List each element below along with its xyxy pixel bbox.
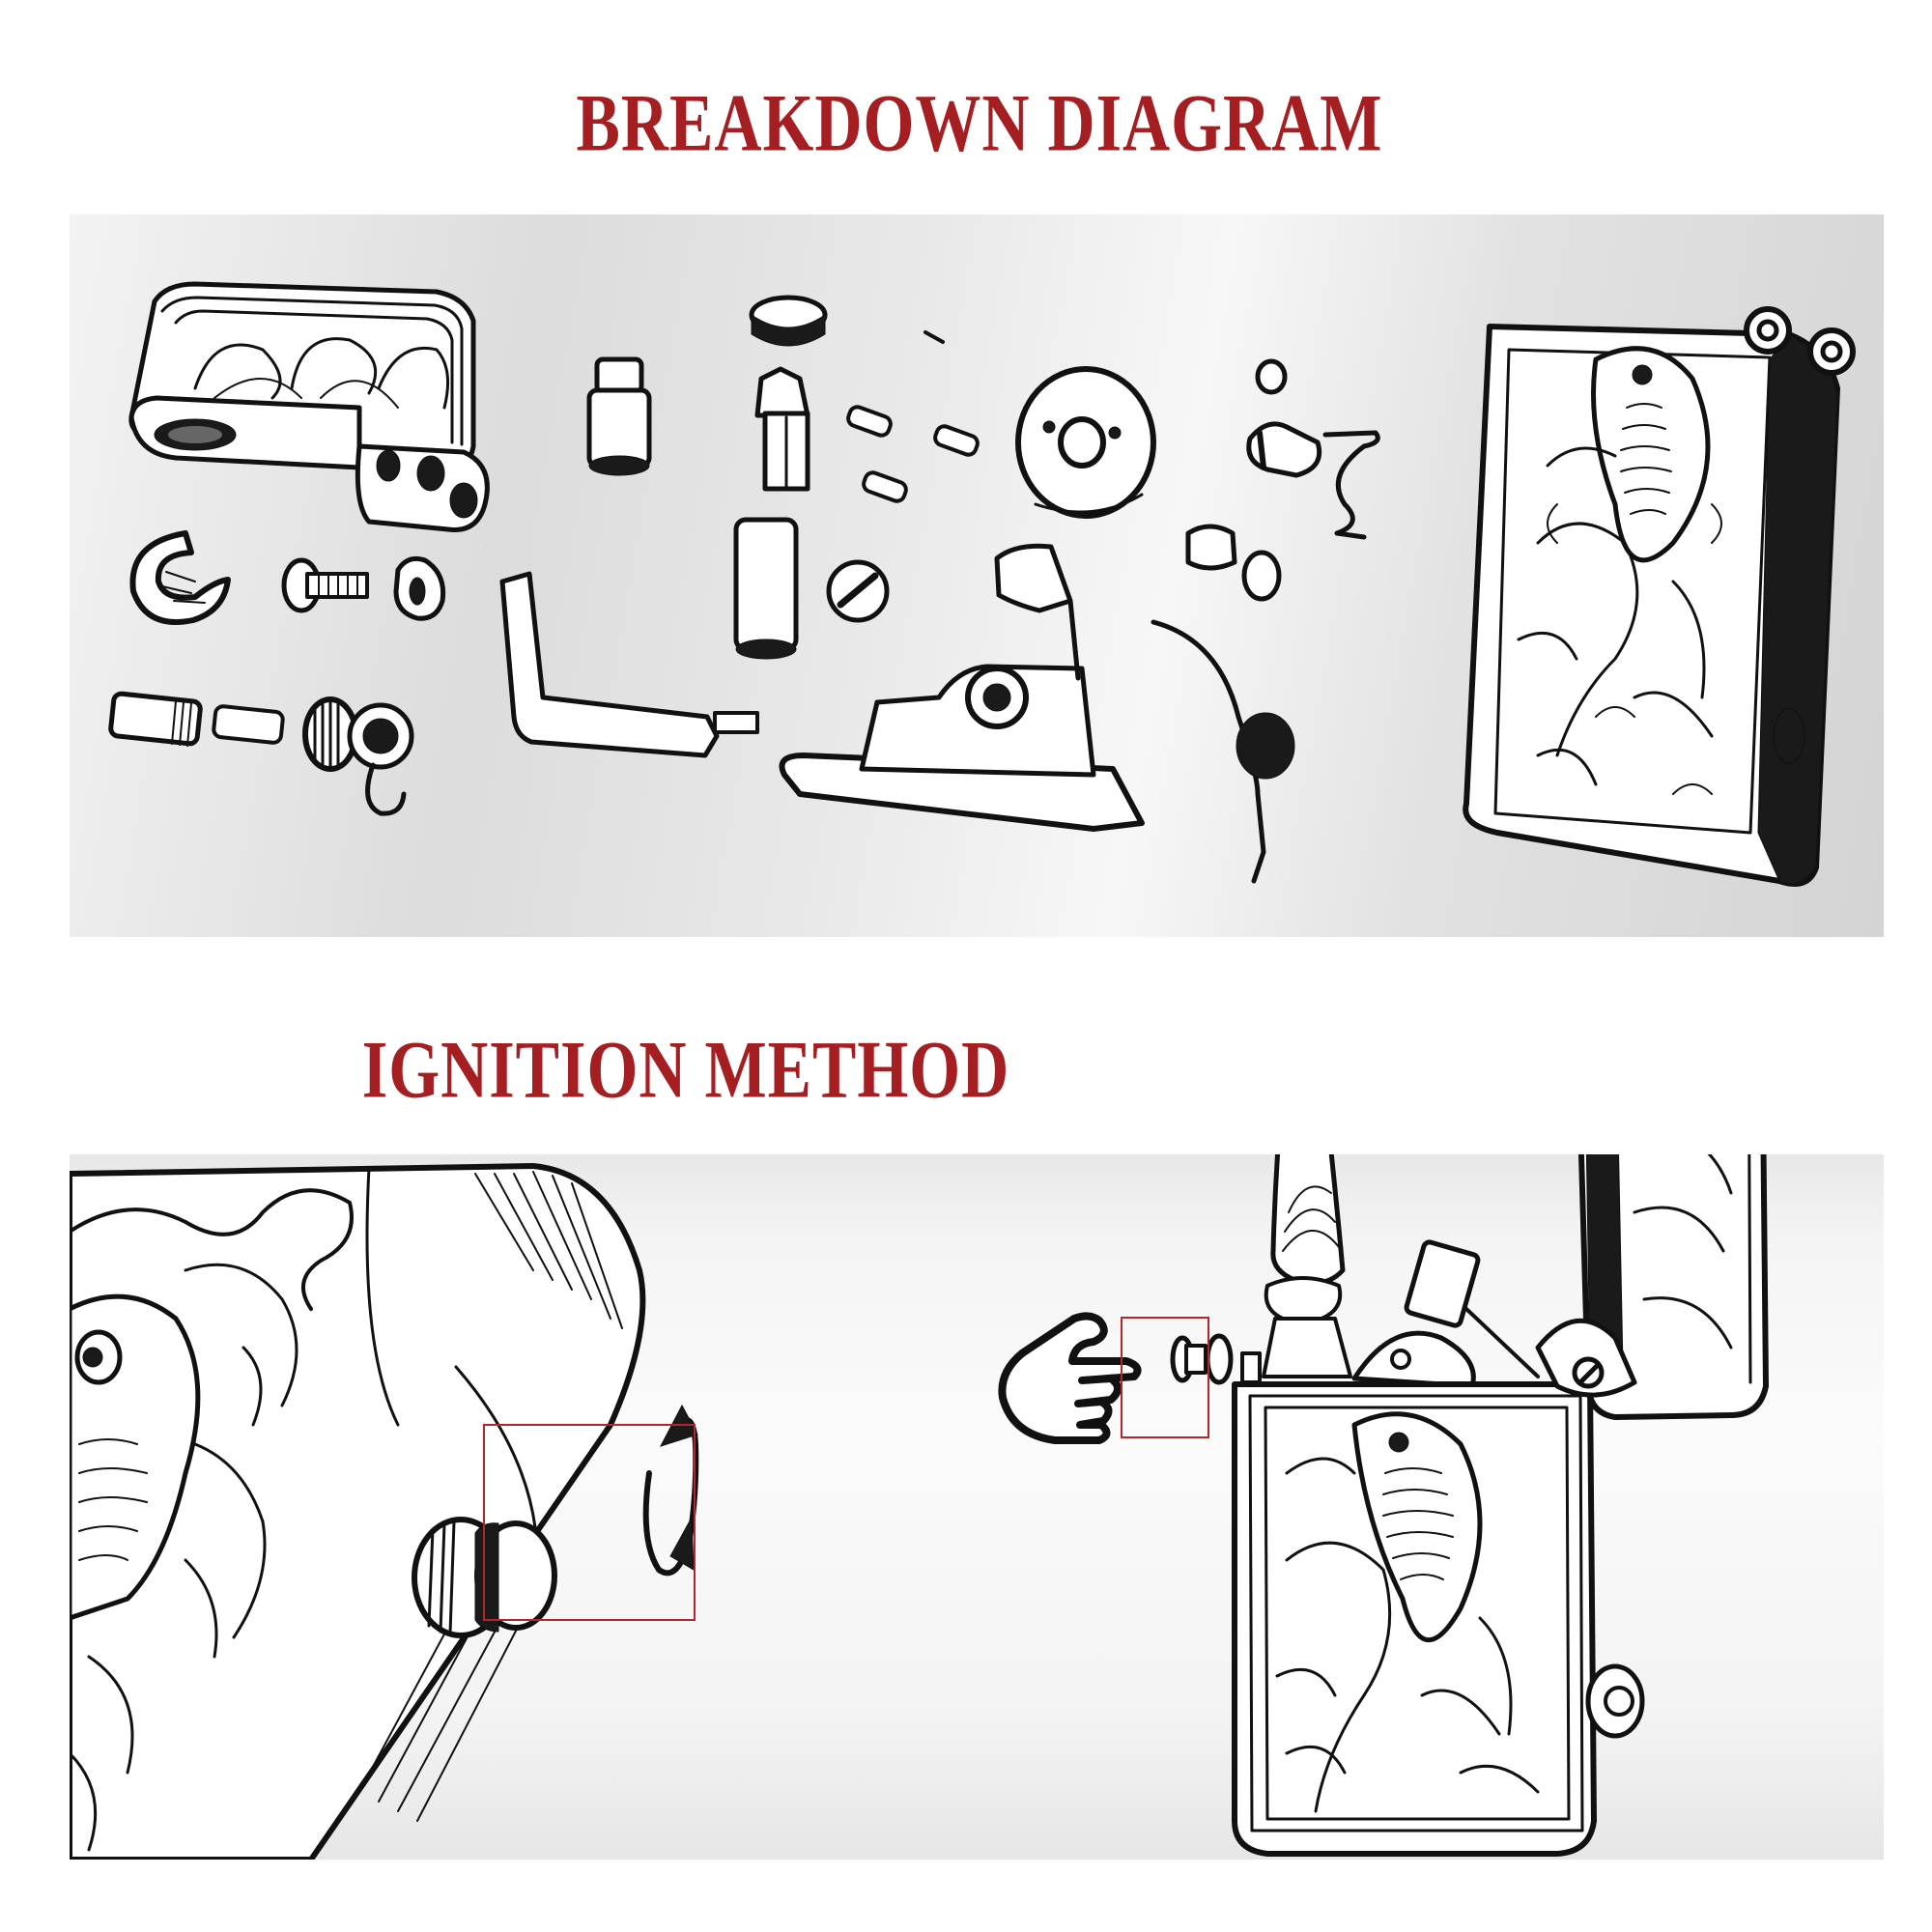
ignition-method-title: IGNITION METHOD (361, 1023, 1010, 1116)
cap-ring-icon (1185, 524, 1282, 602)
breakdown-diagram-title: BREAKDOWN DIAGRAM (576, 76, 1383, 169)
engraved-lid-icon (128, 281, 490, 532)
l-lever-icon (499, 571, 759, 758)
rotation-arrow-icon (642, 1404, 699, 1577)
pointing-hand-icon (998, 1312, 1142, 1444)
lighter-full-icon (1170, 1154, 1769, 1857)
c-clip-icon (129, 530, 231, 625)
flint-wheel-icon (1015, 366, 1156, 519)
sleeve-icon (586, 356, 652, 476)
disc-icon (749, 295, 828, 347)
spring-clip-icon (1322, 430, 1380, 540)
springs-icon (846, 330, 980, 503)
lighter-closeup-icon (70, 1163, 646, 1860)
ignition-method-panel (70, 1154, 1884, 1860)
knurled-knob-icon (302, 696, 414, 816)
threaded-pins-icon (108, 691, 285, 747)
small-cap-icon (393, 555, 446, 621)
rotate-knob-callout (483, 1424, 696, 1621)
slotted-screw-icon (826, 559, 890, 623)
wick-coil-icon (1151, 619, 1295, 884)
press-button-callout (1121, 1317, 1209, 1438)
breakdown-diagram-panel (70, 214, 1884, 937)
engraved-body-koi-icon (1463, 306, 1856, 887)
chimney-base-icon (779, 543, 1145, 832)
screw-icon (281, 557, 369, 613)
nozzle-icon (754, 366, 810, 492)
tube-icon (733, 517, 799, 660)
rivet-icon (1246, 358, 1322, 478)
